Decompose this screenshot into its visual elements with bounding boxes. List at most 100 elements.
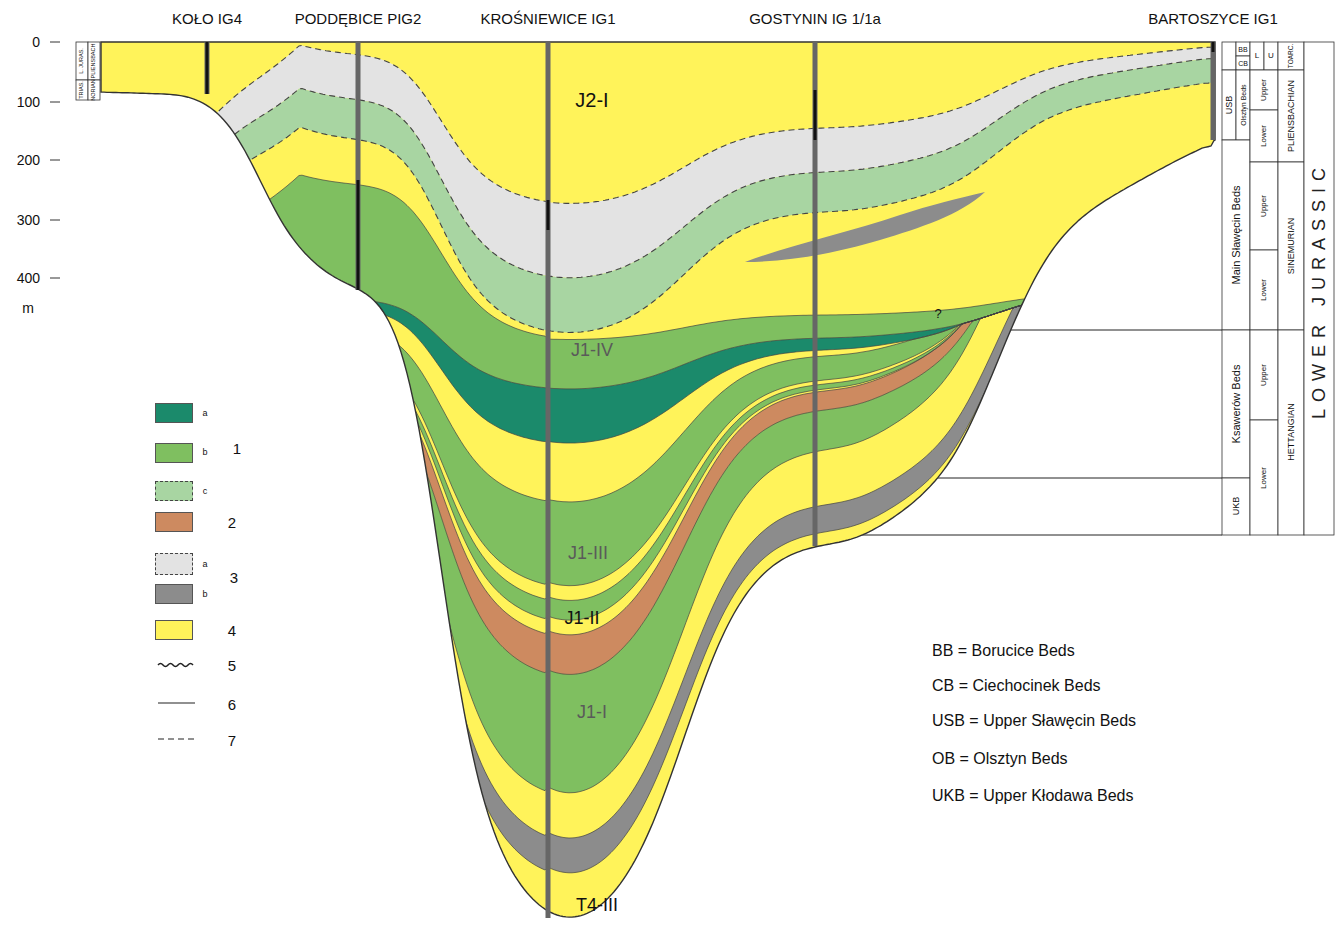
well-name: KOŁO IG4 <box>172 11 242 26</box>
solid-sample <box>158 702 195 703</box>
table-cell <box>1236 70 1250 140</box>
table-cell <box>1222 478 1250 535</box>
layer-boundary <box>101 175 1215 375</box>
table-cell <box>1250 250 1278 330</box>
depth-value: m <box>22 301 34 315</box>
layer-boundary <box>101 57 1215 283</box>
well-core <box>357 180 360 290</box>
legend-samples <box>158 664 195 740</box>
layer-boundary <box>101 288 1215 510</box>
table-cell-text: CB <box>1238 60 1248 67</box>
layer-boundary <box>101 46 1215 248</box>
table-cell-text: Main Sławęcin Beds <box>1231 185 1242 284</box>
dashed-sample <box>158 738 195 739</box>
well-core <box>547 200 550 230</box>
stage-label: PLIENSBACH <box>91 44 97 79</box>
layer-boundary <box>101 288 1215 510</box>
table-cell-text: PLIENSBACHIAN <box>1287 80 1296 152</box>
legend-text: 5 <box>228 658 236 673</box>
table-cell <box>1250 70 1278 110</box>
layer-boundary <box>101 288 1215 872</box>
table-cell <box>1250 420 1278 535</box>
well-core <box>814 90 817 140</box>
table-cell <box>1278 162 1304 330</box>
dark-grey-lens <box>745 192 985 262</box>
strata-clip <box>101 46 1215 873</box>
layer-boundary <box>101 288 1215 838</box>
table-cell <box>1222 42 1236 70</box>
table-cell-text: Upper <box>1260 195 1268 217</box>
legend-swatch <box>155 443 193 463</box>
question-mark: ? <box>934 307 941 320</box>
wavy-sample <box>158 664 193 667</box>
well-line <box>546 42 551 918</box>
strat-table <box>76 42 1334 535</box>
table-cell <box>1278 330 1304 535</box>
legend-swatch <box>155 512 193 532</box>
tick <box>50 220 60 221</box>
well-name: KROŚNIEWICE IG1 <box>480 11 615 26</box>
table-cell <box>76 80 88 100</box>
well-name: BARTOSZYCE IG1 <box>1148 11 1278 26</box>
basin-fill <box>101 42 1215 917</box>
tick <box>50 278 60 279</box>
table-cell <box>1222 330 1250 478</box>
unit-label: J1-II <box>564 609 599 627</box>
table-cell <box>1278 70 1304 162</box>
depth-value: 100 <box>17 95 40 109</box>
depth-value: 300 <box>17 213 40 227</box>
table-cell <box>76 42 88 80</box>
well-core <box>1212 42 1215 52</box>
stage-label: TRIAS. <box>79 81 85 99</box>
unit-label: J1-IV <box>571 341 613 359</box>
depth-value: 200 <box>17 153 40 167</box>
layer-boundary <box>101 288 1215 792</box>
depth-value: 0 <box>32 35 40 49</box>
table-cell <box>1250 110 1278 162</box>
abbreviation-note: CB = Ciechocinek Beds <box>932 678 1101 694</box>
unit-label: J2-I <box>575 90 608 110</box>
layer-boundary <box>101 288 1215 514</box>
depth-scale <box>50 42 60 278</box>
layer-boundary <box>101 288 1215 634</box>
table-cell <box>1250 42 1264 70</box>
table-cell-text: LOWER JURASSIC <box>1310 161 1328 419</box>
table-cell <box>1278 42 1304 70</box>
layer-boundary <box>101 288 1215 585</box>
layer-boundary <box>101 288 1215 674</box>
table-cell-text: BB <box>1238 46 1247 53</box>
legend-group-number: 1 <box>233 441 241 456</box>
legend-text: 7 <box>228 733 236 748</box>
legend-text: a <box>202 409 207 418</box>
green-band <box>101 288 1215 792</box>
table-cell <box>1250 330 1278 420</box>
stage-label: NORIAN <box>91 79 97 100</box>
table-cell-text: SINEMURIAN <box>1287 218 1296 275</box>
table-cell-text: Upper <box>1260 79 1268 101</box>
table-cell <box>1222 70 1236 140</box>
well-line <box>813 42 818 546</box>
legend-swatch <box>155 481 193 501</box>
legend-text: c <box>203 487 208 496</box>
tick <box>50 160 60 161</box>
legend-text: b <box>202 448 207 457</box>
table-cell-text: Lower <box>1260 467 1268 489</box>
legend-text: 4 <box>228 623 236 638</box>
stage-label: L. JURAS. <box>79 48 85 74</box>
table-cell-text: Olsztyn Beds <box>1240 84 1247 125</box>
legend-group-number: 3 <box>230 570 238 585</box>
layer-boundary <box>101 81 1215 333</box>
dark-grey-band <box>101 288 1215 872</box>
well-line <box>205 42 210 94</box>
layer-boundary <box>101 288 1215 620</box>
table-cell-text: USB <box>1225 96 1234 115</box>
table-cell-text: UKB <box>1232 497 1241 516</box>
abbreviation-note: OB = Olsztyn Beds <box>932 751 1068 767</box>
tick <box>50 42 60 43</box>
legend-text: b <box>202 590 207 599</box>
well-line <box>1211 42 1216 140</box>
table-cell <box>1250 162 1278 250</box>
light-green-band <box>101 57 1215 333</box>
table-cell-text: Lower <box>1260 125 1268 147</box>
